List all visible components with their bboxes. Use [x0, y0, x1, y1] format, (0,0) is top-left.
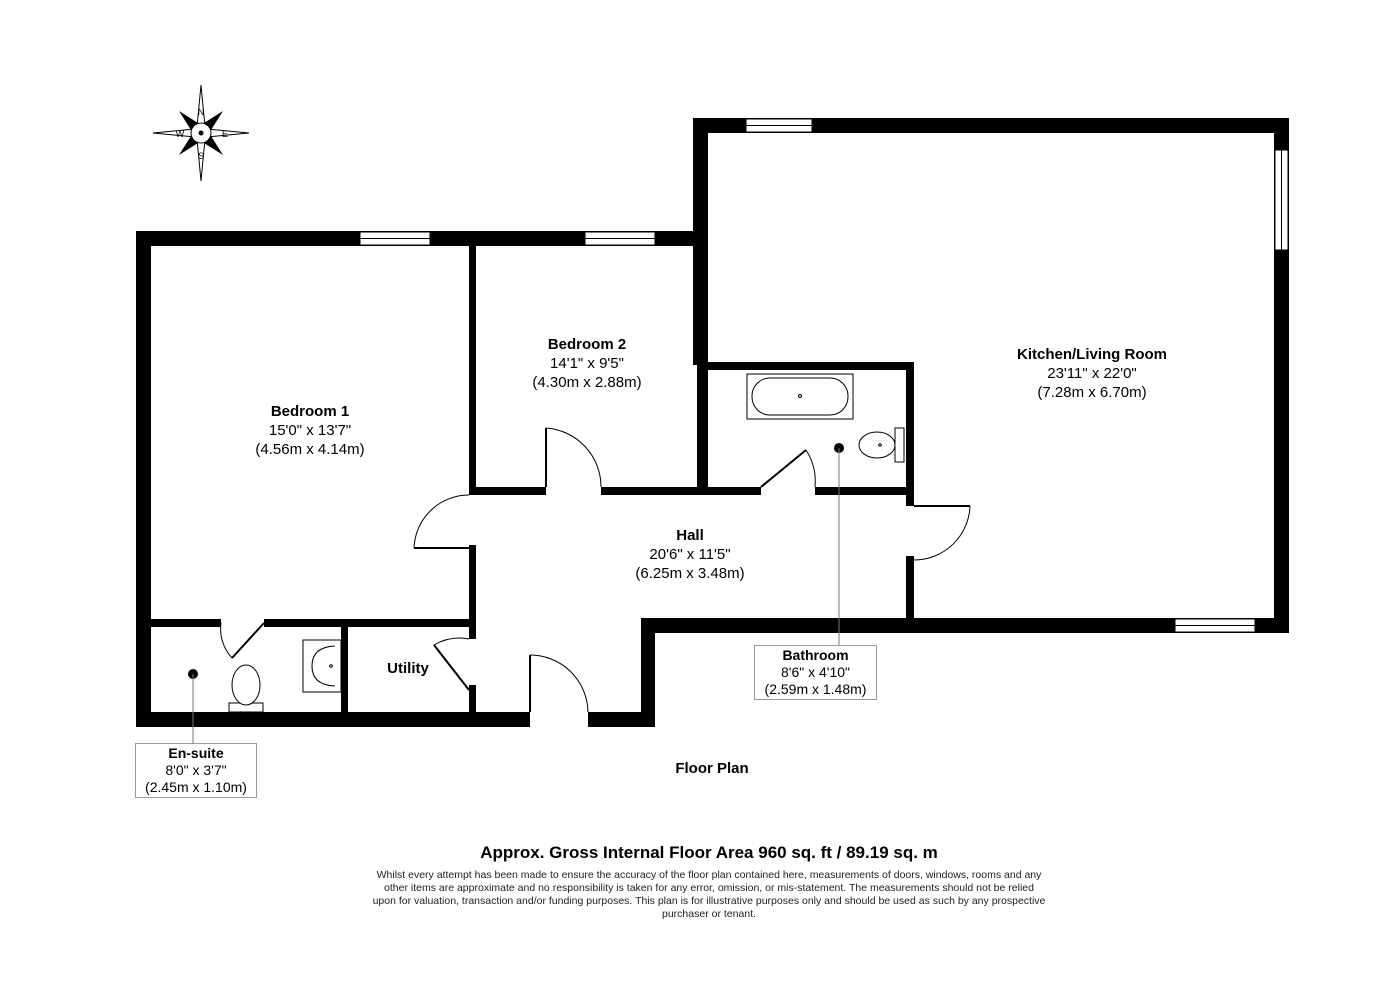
room-dim-metric: (6.25m x 3.48m) [635, 565, 745, 582]
room-dim-metric: (4.30m x 2.88m) [532, 374, 642, 391]
room-name: Kitchen/Living Room [1017, 346, 1167, 363]
room-label-ensuite: En-suite 8'0" x 3'7" (2.45m x 1.10m) [135, 743, 257, 798]
compass-s: S [198, 151, 204, 161]
room-label-bedroom2: Bedroom 2 14'1" x 9'5" (4.30m x 2.88m) [487, 335, 687, 392]
room-dim-metric: (2.45m x 1.10m) [145, 779, 247, 795]
plan-caption: Floor Plan [675, 760, 749, 777]
room-name: En-suite [168, 745, 224, 761]
room-dim-imperial: 8'6" x 4'10" [781, 664, 850, 680]
room-dim-metric: (4.56m x 4.14m) [255, 441, 365, 458]
doors [220, 427, 971, 713]
leaders [188, 443, 844, 743]
room-dim-imperial: 14'1" x 9'5" [550, 355, 624, 372]
room-label-kitchen: Kitchen/Living Room 23'11" x 22'0" (7.28… [982, 345, 1202, 402]
compass-icon: N S E W [152, 84, 250, 182]
room-label-bedroom1: Bedroom 1 15'0" x 13'7" (4.56m x 4.14m) [210, 402, 410, 459]
room-label-hall: Hall 20'6" x 11'5" (6.25m x 3.48m) [590, 526, 790, 583]
room-name: Bedroom 2 [547, 336, 627, 353]
toilet-icon [858, 427, 905, 463]
room-dim-metric: (2.59m x 1.48m) [764, 681, 867, 697]
room-name: Bedroom 1 [270, 403, 350, 420]
compass-w: W [176, 129, 185, 139]
room-name: Bathroom [782, 647, 849, 663]
windows [359, 118, 1289, 633]
basin-icon [302, 639, 342, 693]
compass-n: N [198, 107, 205, 117]
room-dim-imperial: 8'0" x 3'7" [165, 762, 227, 778]
room-name: Utility [387, 660, 429, 677]
compass-e: E [222, 129, 228, 139]
room-dim-imperial: 20'6" x 11'5" [649, 546, 731, 563]
floor-area: Approx. Gross Internal Floor Area 960 sq… [480, 843, 938, 862]
room-dim-imperial: 23'11" x 22'0" [1047, 365, 1137, 382]
room-label-utility: Utility [358, 659, 458, 678]
fixtures [228, 373, 905, 713]
room-label-bathroom: Bathroom 8'6" x 4'10" (2.59m x 1.48m) [754, 645, 877, 700]
room-name: Hall [676, 527, 704, 544]
room-dim-imperial: 15'0" x 13'7" [268, 422, 352, 439]
toilet-icon [228, 664, 264, 713]
disclaimer: Whilst every attempt has been made to en… [372, 869, 1046, 920]
room-dim-metric: (7.28m x 6.70m) [1037, 384, 1147, 401]
